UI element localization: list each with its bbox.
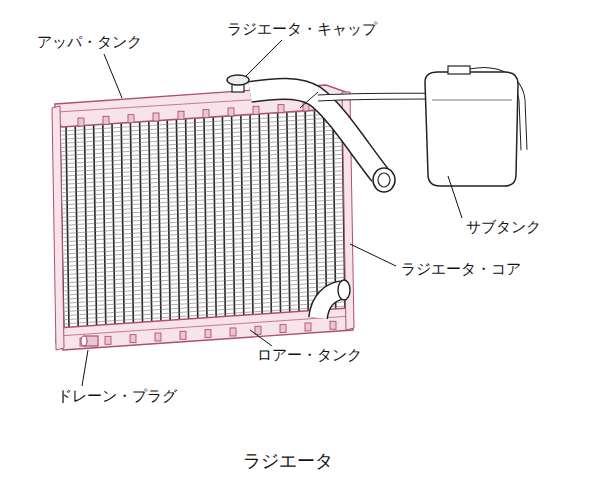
tank-bolts bbox=[278, 105, 284, 113]
tank-bolts bbox=[228, 108, 234, 116]
tank-bolts bbox=[80, 321, 336, 346]
figure-caption: ラジエータ bbox=[243, 450, 333, 472]
tank-bolts bbox=[330, 321, 336, 329]
drain-plug bbox=[81, 336, 98, 346]
tank-bolts bbox=[305, 323, 311, 331]
side-frame bbox=[52, 92, 354, 350]
upper-hose bbox=[300, 92, 318, 108]
part-label: アッパ・タンク bbox=[36, 33, 143, 51]
part-label: ラジエータ・キャップ bbox=[226, 20, 378, 38]
leader-lines bbox=[246, 40, 282, 76]
tank-bolts bbox=[78, 118, 84, 126]
radiator-core bbox=[60, 106, 349, 332]
core-fins bbox=[61, 107, 349, 330]
tank-bolts bbox=[205, 330, 211, 338]
leader-lines bbox=[250, 330, 272, 346]
leader-lines bbox=[350, 244, 396, 266]
lower-tank bbox=[58, 316, 351, 336]
drain-plug bbox=[81, 336, 87, 346]
sub-tank bbox=[425, 66, 518, 186]
lower-hose bbox=[318, 280, 350, 318]
sub-tank bbox=[425, 72, 518, 186]
radiator-cap bbox=[227, 75, 249, 85]
upper-hose bbox=[373, 168, 395, 192]
tank-bolts bbox=[130, 335, 136, 343]
tank-bolts bbox=[105, 336, 111, 344]
leader-lines bbox=[448, 176, 462, 218]
leader-lines bbox=[82, 40, 462, 386]
leader-lines bbox=[82, 350, 88, 386]
radiator-cap bbox=[227, 75, 249, 92]
upper-hose bbox=[250, 89, 380, 175]
tank-bolts bbox=[253, 106, 259, 114]
upper-hose bbox=[250, 89, 395, 192]
tank-bolts bbox=[180, 331, 186, 339]
upper-hose bbox=[378, 173, 390, 187]
tank-bolts bbox=[280, 325, 286, 333]
tank-bolts bbox=[203, 110, 209, 118]
part-label: ラジエータ・コア bbox=[400, 260, 522, 278]
tank-bolts bbox=[178, 111, 184, 119]
tank-bolts bbox=[103, 116, 109, 124]
sub-tank bbox=[432, 100, 512, 101]
radiator-core bbox=[60, 106, 349, 332]
tank-bolts bbox=[255, 326, 261, 334]
sub-tank bbox=[448, 66, 470, 74]
side-frame bbox=[52, 106, 64, 350]
part-label: ロアー・タンク bbox=[256, 346, 363, 364]
tank-bolts bbox=[155, 333, 161, 341]
leader-lines bbox=[104, 54, 122, 98]
tank-bolts bbox=[153, 113, 159, 121]
upper-hose bbox=[250, 89, 380, 175]
tank-bolts bbox=[128, 115, 134, 123]
part-label: ドレーン・プラグ bbox=[56, 387, 178, 405]
tank-bolts bbox=[230, 328, 236, 336]
part-label: サブタンク bbox=[465, 218, 542, 236]
tank-bolts bbox=[78, 101, 334, 126]
lower-hose bbox=[338, 280, 350, 300]
